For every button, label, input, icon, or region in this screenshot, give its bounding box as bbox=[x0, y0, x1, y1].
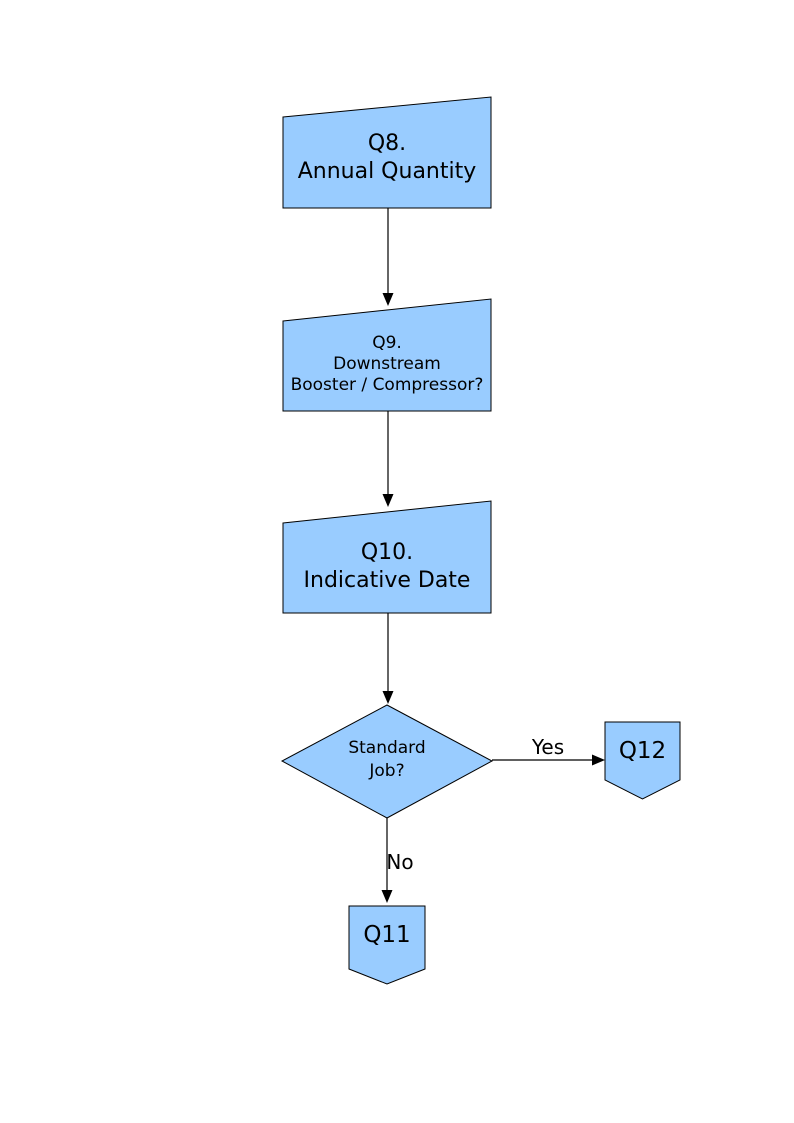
arrow-q9-to-q10-head bbox=[382, 494, 394, 507]
manual-input-shape-q10 bbox=[282, 500, 492, 614]
manual-input-shape-q8 bbox=[282, 96, 492, 209]
arrow-decision-to-q11-head bbox=[381, 890, 393, 903]
arrow-q10-to-decision-head bbox=[382, 691, 394, 704]
decision-diamond-standard-job bbox=[280, 704, 494, 819]
offpage-connector-shape-q12 bbox=[604, 721, 681, 800]
offpage-connector-shape-q11 bbox=[348, 905, 426, 985]
arrow-q8-to-q9-head bbox=[382, 293, 394, 306]
arrow-decision-to-q12-head bbox=[592, 754, 605, 766]
manual-input-shape-q9 bbox=[282, 298, 492, 412]
